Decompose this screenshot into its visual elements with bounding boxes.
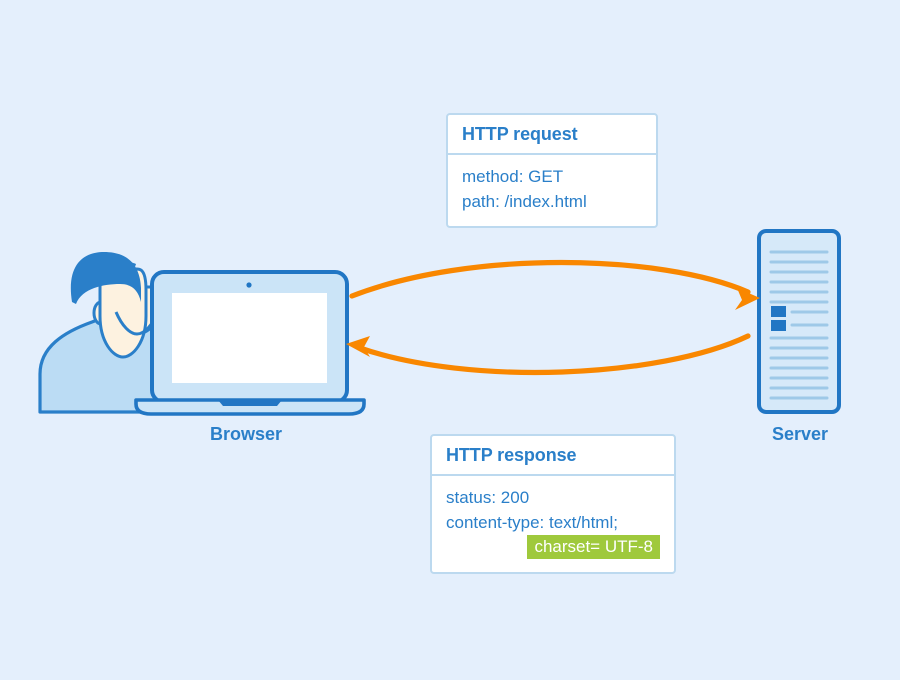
http-request-header: HTTP request [448, 115, 656, 155]
server-led-1 [771, 306, 786, 317]
server-label: Server [771, 424, 829, 444]
http-response-line-status: status: 200 [446, 488, 530, 507]
browser-label: Browser [209, 424, 283, 444]
person-neck [114, 285, 160, 336]
person-collar [114, 311, 160, 336]
http-response-box: HTTP response status: 200 content-type: … [430, 434, 676, 574]
laptop-base [134, 398, 366, 416]
person-illustration [38, 252, 230, 414]
person-face [98, 267, 148, 359]
laptop-camera-icon [246, 282, 252, 288]
request-arrow [349, 259, 760, 310]
http-request-box: HTTP request method: GET path: /index.ht… [446, 113, 658, 229]
server-led-2 [771, 320, 786, 331]
server-illustration [757, 229, 841, 414]
laptop-screen [172, 293, 327, 383]
person-hair [72, 258, 136, 300]
server-detail-lines [769, 250, 829, 400]
person-ear-right [130, 300, 148, 326]
charset-highlight: charset= UTF-8 [527, 535, 660, 560]
person-hair-top [70, 252, 141, 304]
http-response-header: HTTP response [432, 436, 674, 476]
response-arrow [346, 333, 751, 376]
http-response-line-content-type: content-type: text/html; [446, 512, 618, 532]
http-response-body: status: 200 content-type: text/html; cha… [432, 476, 674, 572]
http-response-line-charset-wrap: charset= UTF-8 [446, 535, 660, 560]
laptop-trackpad [218, 400, 282, 406]
http-request-line-method: method: GET [462, 167, 564, 186]
laptop-illustration [134, 270, 366, 416]
http-request-line-path: path: /index.html [462, 191, 587, 211]
http-request-body: method: GET path: /index.html [448, 155, 656, 226]
person-body [38, 310, 230, 414]
person-ear-left [92, 300, 110, 326]
laptop-lid [150, 270, 349, 404]
server-body [757, 229, 841, 414]
